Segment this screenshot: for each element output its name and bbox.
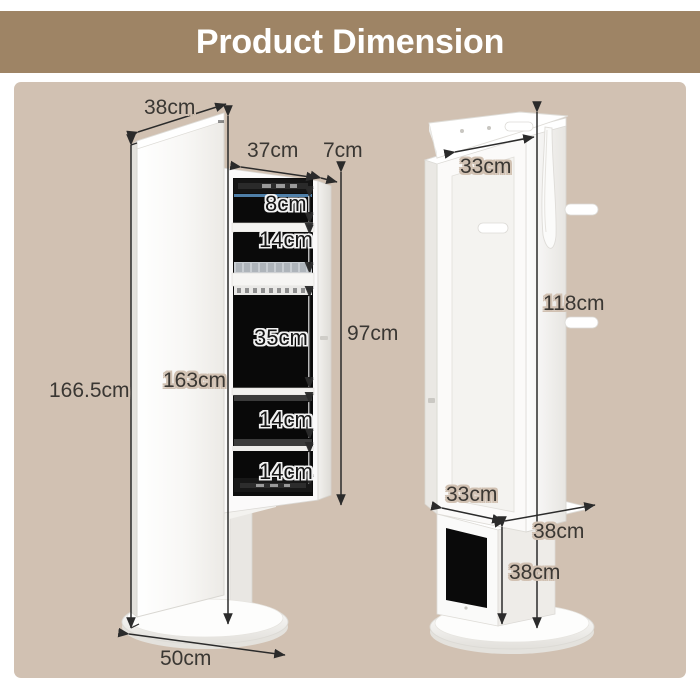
label-door-thickness: 7cm: [323, 139, 363, 162]
label-compartment-3: 35cm: [254, 325, 308, 350]
content-panel: [14, 82, 686, 678]
label-top-depth: 33cm: [460, 155, 512, 178]
left-mirror-door: [130, 112, 225, 618]
right-coat-hooks: [477, 121, 599, 329]
label-compartment-5: 14cm: [259, 459, 313, 484]
page-title: Product Dimension: [195, 23, 505, 61]
right-hanging-item: [541, 126, 557, 249]
label-compartment-2: 14cm: [259, 227, 313, 252]
label-cabinet-height: 97cm: [347, 322, 399, 345]
label-shelf-width: 38cm: [533, 520, 585, 543]
label-base-width: 50cm: [160, 647, 212, 670]
left-cabinet-body: [222, 167, 332, 514]
label-compartment-4: 14cm: [259, 407, 313, 432]
label-cabinet-width: 37cm: [247, 139, 299, 162]
label-rack-height: 118cm: [543, 292, 605, 315]
label-compartment-1: 8cm: [265, 191, 307, 216]
header-band: Product Dimension: [0, 11, 700, 73]
label-shelf-depth: 33cm: [446, 483, 498, 506]
label-total-height: 166.5cm: [49, 379, 130, 402]
label-mirror-width: 38cm: [144, 96, 196, 119]
label-mirror-height: 163cm: [163, 369, 227, 392]
label-shelf-height: 38cm: [509, 561, 561, 584]
